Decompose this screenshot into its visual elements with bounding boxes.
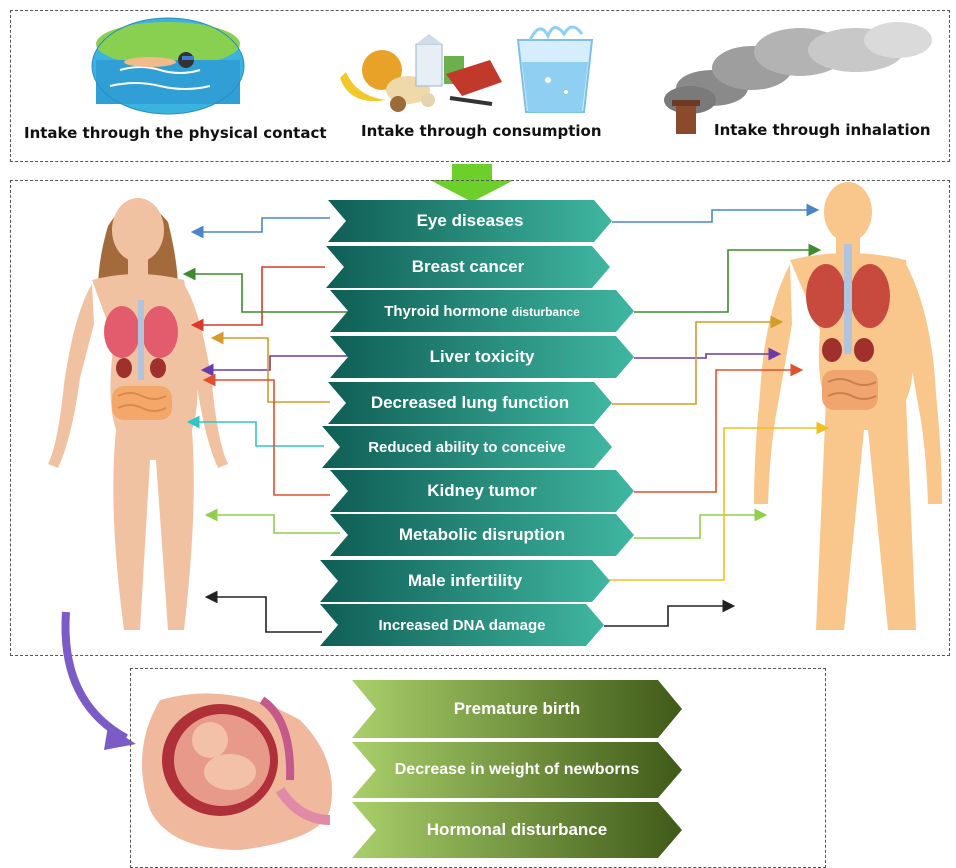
effect-label: Breast cancer <box>412 257 524 277</box>
effect-reduced-ability-to-conceive: Reduced ability to conceive <box>322 426 612 468</box>
effect-label-small: disturbance <box>512 305 580 319</box>
pregnancy-effect-hormonal-disturbance: Hormonal disturbance <box>352 802 682 858</box>
pregnancy-effect-premature-birth: Premature birth <box>352 680 682 738</box>
effect-eye-diseases: Eye diseases <box>328 200 612 242</box>
effect-male-infertility: Male infertility <box>320 560 610 602</box>
effect-label: Thyroid hormone <box>384 303 507 320</box>
effect-label: Kidney tumor <box>427 481 537 501</box>
effect-decreased-lung-function: Decreased lung function <box>328 382 612 424</box>
effect-liver-toxicity: Liver toxicity <box>330 336 634 378</box>
effect-kidney-tumor: Kidney tumor <box>330 470 634 512</box>
pregnancy-effect-label: Decrease in weight of newborns <box>395 761 640 779</box>
pregnancy-effect-label: Hormonal disturbance <box>427 820 607 840</box>
effect-label: Metabolic disruption <box>399 525 565 545</box>
intake-inhalation-label: Intake through inhalation <box>714 121 931 139</box>
pregnancy-effect-label: Premature birth <box>454 699 581 719</box>
effect-increased-dna-damage: Increased DNA damage <box>320 604 604 646</box>
effect-label: Reduced ability to conceive <box>368 439 566 456</box>
intake-physical-contact-label: Intake through the physical contact <box>24 124 327 142</box>
pregnancy-effect-decrease-in-weight: Decrease in weight of newborns <box>352 742 682 798</box>
effect-label: Male infertility <box>408 571 522 591</box>
effect-metabolic-disruption: Metabolic disruption <box>330 514 634 556</box>
effect-label: Increased DNA damage <box>378 617 545 634</box>
effect-label: Liver toxicity <box>430 347 535 367</box>
effect-thyroid-hormone-disturbance: Thyroid hormone disturbance <box>330 290 634 332</box>
effect-label: Decreased lung function <box>371 393 569 413</box>
effect-breast-cancer: Breast cancer <box>326 246 610 288</box>
intake-consumption-label: Intake through consumption <box>361 122 602 140</box>
effect-label: Eye diseases <box>417 211 524 231</box>
